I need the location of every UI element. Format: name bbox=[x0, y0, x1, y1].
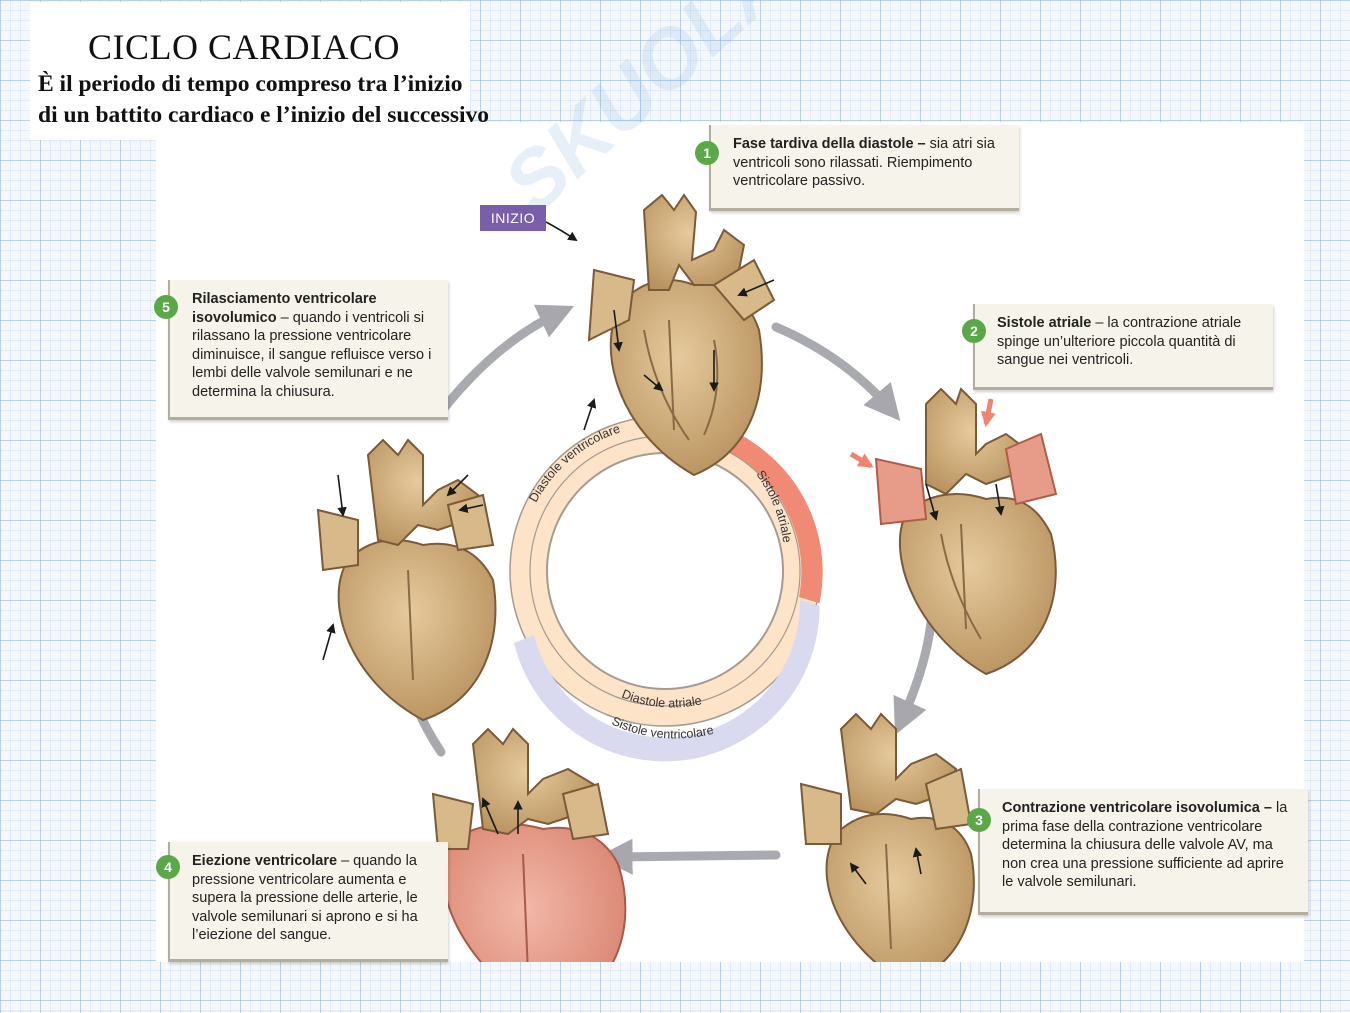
phase-2-text: – la contrazione atriale spinge un’ulter… bbox=[997, 315, 1242, 368]
phase-5-text: – quando i ventricoli si rilassano la pr… bbox=[192, 309, 432, 400]
subtitle-line-1: È il periodo di tempo compreso tra l’ini… bbox=[38, 71, 463, 97]
phase-2-box: Sistole atriale – la contrazione atriale… bbox=[973, 304, 1273, 390]
cycle-ring bbox=[509, 415, 823, 762]
phase-1-text: sia atri sia ventricoli sono rilassati. … bbox=[733, 136, 995, 189]
phase-1-badge: 1 bbox=[695, 141, 719, 165]
phase-1-title: Fase tardiva della diastole – bbox=[733, 136, 926, 152]
phase-5-badge: 5 bbox=[154, 295, 178, 319]
phase-3-badge: 3 bbox=[967, 808, 991, 832]
arrow-5-to-1 bbox=[436, 304, 575, 417]
phase-4-badge: 4 bbox=[156, 855, 180, 879]
phase-5-title: Rilasciamento ventricolare isovolumico bbox=[192, 291, 377, 326]
cycle-diagram: Diastole ventricolare Sistole atriale Di… bbox=[316, 193, 1058, 962]
phase-3-text: la prima fase della contrazione ventrico… bbox=[1002, 800, 1288, 890]
phase-2-badge: 2 bbox=[962, 319, 986, 343]
heart-3-illustration bbox=[799, 712, 975, 962]
title-block: CICLO CARDIACO È il periodo di tempo com… bbox=[30, 2, 489, 140]
phase-5-box: Rilasciamento ventricolare isovolumico –… bbox=[168, 280, 448, 420]
heart-1-illustration bbox=[583, 193, 776, 477]
phase-4-box: Eiezione ventricolare – quando la pressi… bbox=[168, 842, 448, 962]
start-tag: INIZIO bbox=[480, 205, 546, 231]
phase-4-text: – quando la pressione ventricolare aumen… bbox=[192, 853, 418, 943]
arrow-1-to-2 bbox=[771, 322, 901, 421]
cardiac-cycle-figure: SKUOLA.net bbox=[154, 0, 1308, 962]
arrow-3-to-4 bbox=[596, 838, 781, 875]
page-subtitle: È il periodo di tempo compreso tra l’ini… bbox=[38, 69, 578, 131]
phase-3-box: Contrazione ventricolare isovolumica – l… bbox=[978, 789, 1308, 915]
heart-4-illustration bbox=[431, 727, 627, 962]
phase-3-title: Contrazione ventricolare isovolumica – bbox=[1002, 800, 1272, 816]
heart-2-illustration bbox=[849, 387, 1058, 676]
page-title: CICLO CARDIACO bbox=[88, 27, 401, 67]
phase-1-box: Fase tardiva della diastole – sia atri s… bbox=[709, 125, 1019, 211]
inizio-pointer bbox=[545, 221, 578, 242]
phase-4-title: Eiezione ventricolare bbox=[192, 853, 338, 869]
ring-lavender-segment bbox=[514, 600, 820, 762]
phase-2-title: Sistole atriale bbox=[997, 315, 1092, 331]
heart-5-illustration bbox=[316, 438, 497, 722]
arrow-2-to-3 bbox=[893, 617, 936, 736]
